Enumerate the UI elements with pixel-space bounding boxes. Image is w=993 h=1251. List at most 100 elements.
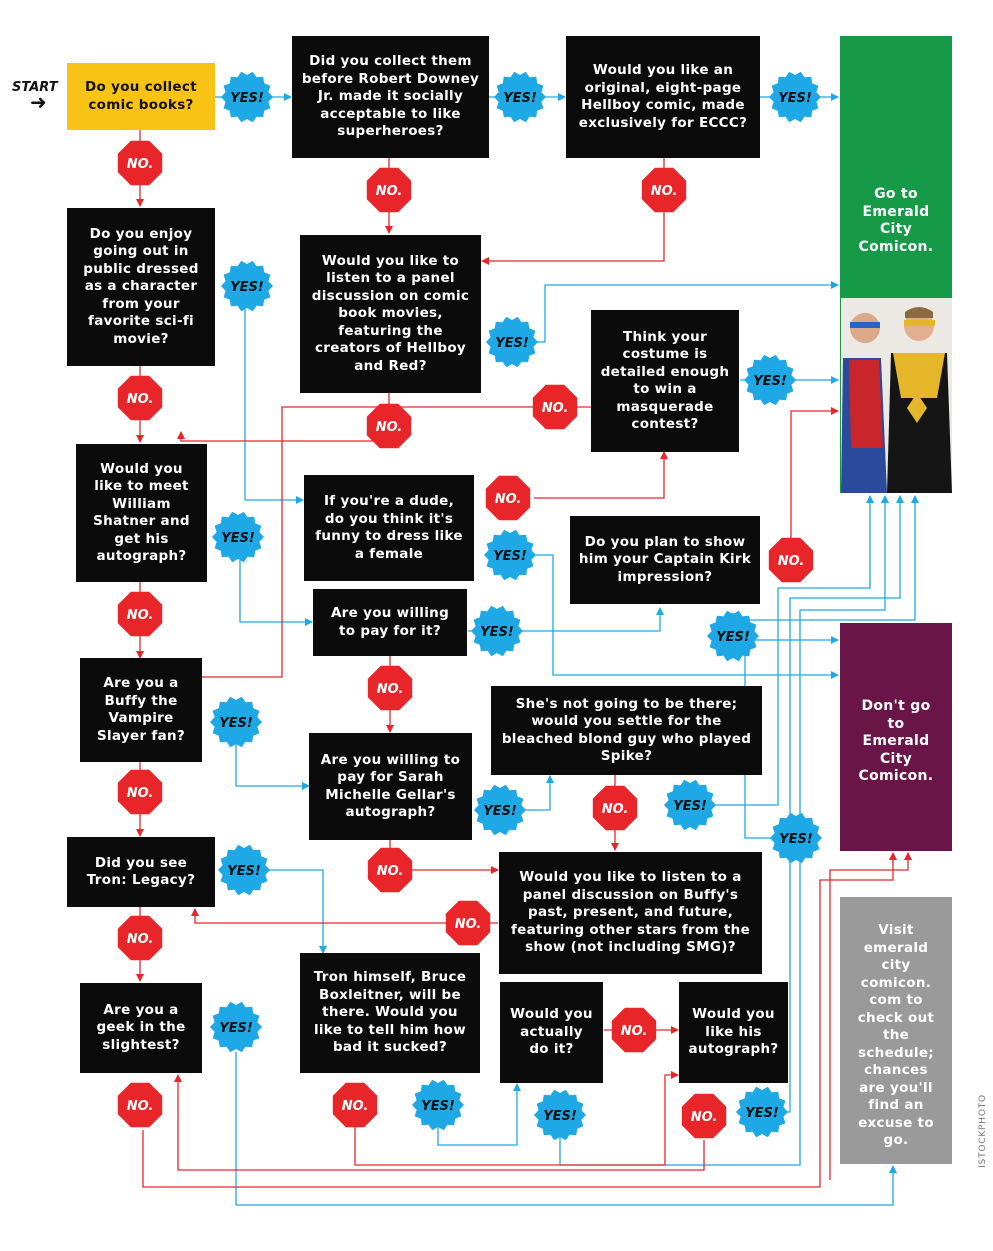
yes-badge: YES! <box>769 71 821 123</box>
yes-label: YES! <box>503 91 537 106</box>
no-badge: NO. <box>445 900 491 946</box>
yes-badge: YES! <box>218 844 270 896</box>
question-dress-female: If you're a dude, do you think it's funn… <box>304 475 474 581</box>
no-badge: NO. <box>117 140 163 186</box>
no-label: NO. <box>542 401 569 416</box>
yes-badge: YES! <box>212 511 264 563</box>
question-kirk-impression: Do you plan to show him your Captain Kir… <box>570 516 760 604</box>
yes-label: YES! <box>230 280 264 295</box>
question-geek: Are you a geek in the slightest? <box>80 983 202 1073</box>
no-label: NO. <box>621 1024 648 1039</box>
question-dress-up: Do you enjoy going out in public dressed… <box>67 208 215 366</box>
yes-label: YES! <box>221 531 255 546</box>
no-badge: NO. <box>117 769 163 815</box>
no-badge: NO. <box>367 665 413 711</box>
question-before-rdj: Did you collect them before Robert Downe… <box>292 36 489 158</box>
yes-label: YES! <box>779 832 813 847</box>
no-label: NO. <box>455 917 482 932</box>
no-label: NO. <box>376 420 403 435</box>
question-comic-movie-panel: Would you like to listen to a panel disc… <box>300 235 481 393</box>
yes-badge: YES! <box>221 260 273 312</box>
yes-badge: YES! <box>736 1086 788 1138</box>
no-label: NO. <box>127 1099 154 1114</box>
no-badge: NO. <box>532 384 578 430</box>
yes-badge: YES! <box>534 1089 586 1141</box>
question-collect-comics: Do you collect comic books? <box>67 63 215 130</box>
no-badge: NO. <box>611 1007 657 1053</box>
no-label: NO. <box>342 1099 369 1114</box>
yes-label: YES! <box>219 1021 253 1036</box>
yes-label: YES! <box>778 91 812 106</box>
no-label: NO. <box>377 682 404 697</box>
question-actually-do-it: Would you actually do it? <box>500 982 603 1083</box>
no-badge: NO. <box>332 1082 378 1128</box>
yes-label: YES! <box>673 799 707 814</box>
yes-badge: YES! <box>664 779 716 831</box>
yes-label: YES! <box>421 1099 455 1114</box>
no-label: NO. <box>377 864 404 879</box>
yes-badge: YES! <box>486 316 538 368</box>
yes-badge: YES! <box>474 784 526 836</box>
yes-label: YES! <box>493 549 527 564</box>
yes-label: YES! <box>219 716 253 731</box>
no-badge: NO. <box>117 1082 163 1128</box>
no-badge: NO. <box>117 915 163 961</box>
outcome-dont-go: Don't go to Emerald City Comicon. <box>840 623 952 851</box>
question-buffy-panel: Would you like to listen to a panel disc… <box>499 852 762 974</box>
no-badge: NO. <box>366 403 412 449</box>
no-badge: NO. <box>768 537 814 583</box>
question-pay-for-it: Are you willing to pay for it? <box>313 589 467 656</box>
yes-label: YES! <box>543 1109 577 1124</box>
yes-label: YES! <box>495 336 529 351</box>
yes-badge: YES! <box>494 71 546 123</box>
no-badge: NO. <box>117 375 163 421</box>
yes-badge: YES! <box>770 812 822 864</box>
question-boxleitner: Tron himself, Bruce Boxleitner, will be … <box>300 953 480 1073</box>
no-label: NO. <box>127 392 154 407</box>
question-costume-contest: Think your costume is detailed enough to… <box>591 310 739 452</box>
yes-badge: YES! <box>744 354 796 406</box>
no-label: NO. <box>691 1110 718 1125</box>
question-meet-shatner: Would you like to meet William Shatner a… <box>76 444 207 582</box>
yes-label: YES! <box>480 625 514 640</box>
outcome-visit-site: Visit emerald city comicon. com to check… <box>840 897 952 1164</box>
no-badge: NO. <box>641 167 687 213</box>
yes-badge: YES! <box>221 71 273 123</box>
no-badge: NO. <box>592 785 638 831</box>
no-label: NO. <box>778 554 805 569</box>
no-label: NO. <box>376 184 403 199</box>
no-label: NO. <box>127 786 154 801</box>
no-badge: NO. <box>681 1093 727 1139</box>
no-label: NO. <box>127 157 154 172</box>
question-spike: She's not going to be there; would you s… <box>491 686 762 775</box>
question-hellboy-comic: Would you like an original, eight-page H… <box>566 36 760 158</box>
no-badge: NO. <box>367 847 413 893</box>
question-tron-legacy: Did you see Tron: Legacy? <box>67 837 215 907</box>
yes-label: YES! <box>483 804 517 819</box>
question-his-autograph: Would you like his autograph? <box>679 982 788 1083</box>
yes-label: YES! <box>745 1106 779 1121</box>
yes-badge: YES! <box>210 696 262 748</box>
yes-label: YES! <box>230 91 264 106</box>
no-label: NO. <box>495 492 522 507</box>
no-label: NO. <box>127 932 154 947</box>
yes-badge: YES! <box>484 529 536 581</box>
no-label: NO. <box>602 802 629 817</box>
yes-badge: YES! <box>707 610 759 662</box>
no-badge: NO. <box>366 167 412 213</box>
costumed-heroes-photo <box>841 298 952 493</box>
question-smg-autograph: Are you willing to pay for Sarah Michell… <box>309 733 472 840</box>
yes-label: YES! <box>227 864 261 879</box>
yes-badge: YES! <box>412 1079 464 1131</box>
no-label: NO. <box>651 184 678 199</box>
no-label: NO. <box>127 608 154 623</box>
no-badge: NO. <box>485 475 531 521</box>
yes-label: YES! <box>753 374 787 389</box>
yes-label: YES! <box>716 630 750 645</box>
start-label: START ➜ <box>12 80 58 114</box>
yes-badge: YES! <box>471 605 523 657</box>
question-buffy-fan: Are you a Buffy the Vampire Slayer fan? <box>80 658 202 762</box>
photo-credit: ISTOCKPHOTO <box>977 1094 988 1168</box>
no-badge: NO. <box>117 591 163 637</box>
